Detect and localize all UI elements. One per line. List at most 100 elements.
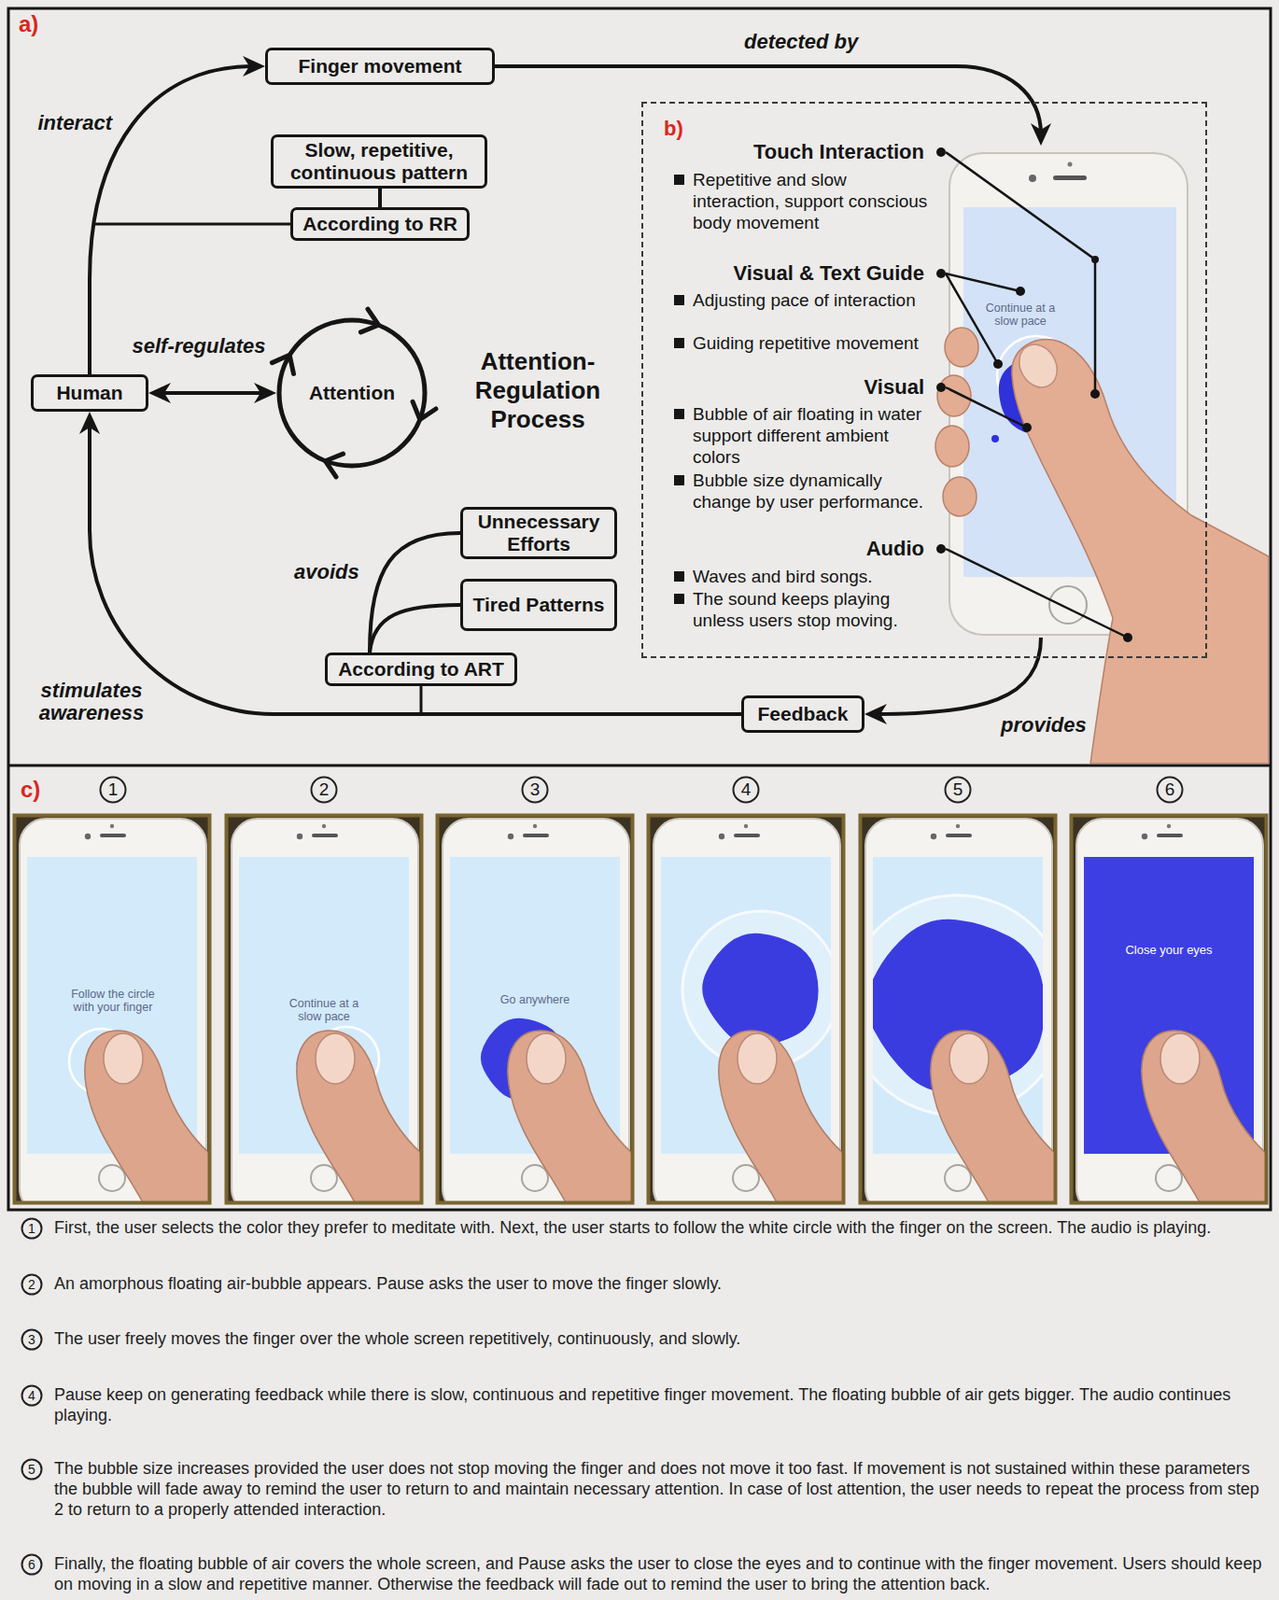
photo-frame (646, 814, 845, 1215)
screen-text: Continue at a slow pace (281, 997, 367, 1024)
process-title: Attention- Regulation Process (456, 347, 620, 435)
node-text: 6 (28, 1557, 36, 1573)
thumb (84, 1030, 209, 1202)
home-button (732, 1165, 759, 1192)
node-text: b) (663, 116, 684, 141)
arrowhead (253, 382, 277, 404)
bullet-square (674, 571, 685, 582)
node-text: Tired Patterns (473, 593, 605, 617)
step-number: 3 (20, 1328, 43, 1351)
connector (369, 604, 461, 653)
phone-photo (19, 818, 209, 1202)
sensor-dot (110, 824, 114, 829)
screen-text: Continue at a slow pace (977, 301, 1064, 328)
thumb (507, 1030, 632, 1202)
edge-label: detected by (744, 30, 858, 54)
bullet-square (674, 295, 685, 306)
home-button (944, 1165, 971, 1192)
sensor-dot (744, 824, 748, 829)
number-circle (1157, 777, 1183, 803)
leader-line (945, 273, 1021, 292)
camera-dot (718, 833, 725, 840)
feature-bullet: Waves and bird songs. (692, 565, 931, 588)
camera-dot (1028, 174, 1037, 183)
number-circle (945, 777, 971, 803)
photo-frame (224, 814, 423, 1215)
photo-background (646, 814, 845, 1205)
droplet (991, 435, 999, 443)
leader-line (945, 387, 1027, 428)
feature-heading: Visual (864, 375, 925, 400)
outcome-box: Tired Patterns (460, 578, 618, 632)
arrowhead (79, 411, 100, 435)
node-text: 1 (28, 1221, 36, 1237)
connector-line (369, 533, 461, 653)
connector-line (89, 422, 742, 715)
edge-label: interact (38, 112, 113, 135)
thumb (930, 1030, 1055, 1202)
thumb-nail (949, 1033, 989, 1084)
photo-background (224, 814, 423, 1205)
bullet-square (674, 408, 685, 420)
cycle-arrow (325, 453, 344, 478)
feature-bullet: Bubble of air floating in water support … (692, 403, 931, 468)
cycle-circle: Attention (271, 312, 433, 474)
connector (864, 637, 1041, 725)
cycle-arrow (412, 401, 436, 420)
sensor-dot (533, 824, 537, 829)
edge-label: stimulates awareness (31, 679, 152, 725)
step-row: 5The bubble size increases provided the … (20, 1458, 1268, 1520)
speaker-slot (1156, 833, 1183, 838)
number-circle (733, 777, 759, 803)
camera-dot (1141, 833, 1148, 840)
junction-line (420, 686, 423, 715)
arrowhead (1030, 123, 1052, 146)
leader-line (945, 273, 998, 365)
arrowhead (242, 56, 266, 77)
screen-text: Follow the circle with your finger (61, 987, 165, 1014)
leader-dots (936, 147, 1133, 643)
feature-bullet: Adjusting pace of interaction (692, 289, 931, 311)
theory-box: According to ART (324, 652, 518, 687)
phone-photo (442, 818, 632, 1202)
step-number: 4 (731, 775, 760, 804)
step-row: 2An amorphous floating air-bubble appear… (20, 1273, 1268, 1296)
connector (369, 533, 461, 653)
camera-dot (507, 833, 514, 840)
junction-line (93, 223, 291, 226)
theory-box: According to RR (290, 207, 470, 241)
feature-heading: Audio (866, 536, 925, 562)
feature-bullet: Bubble size dynamically change by user p… (692, 469, 931, 513)
number-circle (22, 1219, 43, 1239)
node-text: 1 (108, 780, 119, 800)
step-number: 6 (20, 1553, 43, 1576)
sensor-dot (955, 824, 960, 829)
thumb-nail (1011, 337, 1065, 394)
thumb-palm (1011, 339, 1269, 764)
leader-dot (1015, 286, 1026, 296)
photo-frame (13, 814, 211, 1215)
camera-dot (296, 833, 303, 840)
step-description: Finally, the floating bubble of air cove… (54, 1553, 1268, 1595)
finger (944, 327, 979, 367)
leader-line (945, 152, 1096, 394)
edge-label: self-regulates (132, 335, 267, 358)
connector-line (875, 637, 1041, 715)
leader-dot (1022, 422, 1032, 433)
thumb-nail (315, 1033, 355, 1084)
step-row: 4Pause keep on generating feedback while… (20, 1384, 1268, 1426)
node-text: Human (56, 381, 123, 405)
connector-line (378, 188, 382, 208)
step-description: An amorphous floating air-bubble appears… (54, 1273, 1268, 1294)
speaker-slot (99, 833, 127, 838)
node-text: Feedback (758, 702, 849, 726)
panel-divider (8, 764, 1271, 768)
panel-letter: a) (18, 11, 39, 38)
sensor-dot (322, 824, 326, 829)
number-circle (22, 1385, 43, 1406)
edge-label: provides (1000, 714, 1087, 737)
camera-dot (84, 833, 91, 840)
thumb-nail (103, 1033, 143, 1084)
leader-dot (1091, 255, 1099, 264)
pattern-box: Slow, repetitive, continuous pattern (270, 134, 488, 189)
